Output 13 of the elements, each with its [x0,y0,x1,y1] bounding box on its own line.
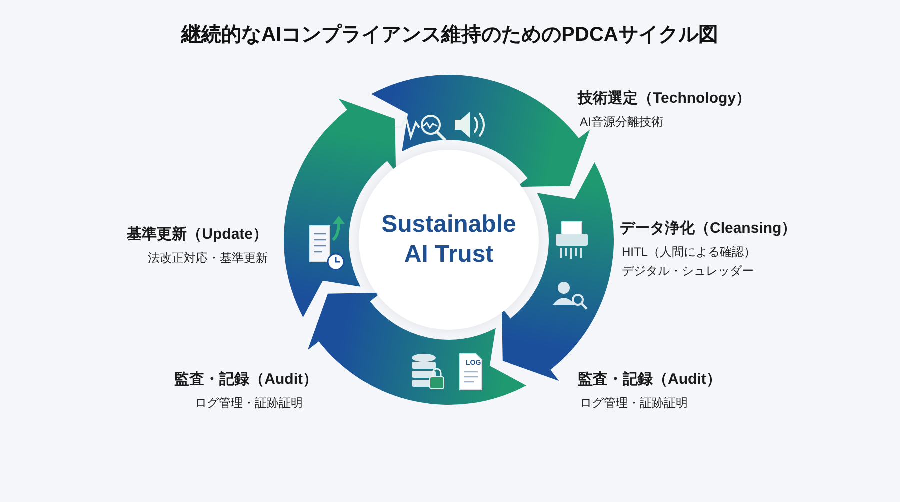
stage-heading: 監査・記録（Audit） [578,370,722,390]
stage-description: AI音源分離技術 [580,114,664,131]
stage-description: 法改正対応・基準更新 [148,250,268,267]
stage-heading: 技術選定（Technology） [578,89,752,109]
stage-description: ログ管理・証跡証明 [580,395,688,412]
stage-description: HITL（人間による確認） [622,244,756,261]
stage-description: デジタル・シュレッダー [622,263,754,280]
stage-description: ログ管理・証跡証明 [195,395,303,412]
diagram-title: 継続的なAIコンプライアンス維持のためのPDCAサイクル図 [180,22,720,48]
stage-heading: データ浄化（Cleansing） [620,219,797,239]
stage-heading: 監査・記録（Audit） [174,370,318,390]
stage-heading: 基準更新（Update） [127,225,268,245]
center-title: Sustainable AI Trust [380,210,518,270]
